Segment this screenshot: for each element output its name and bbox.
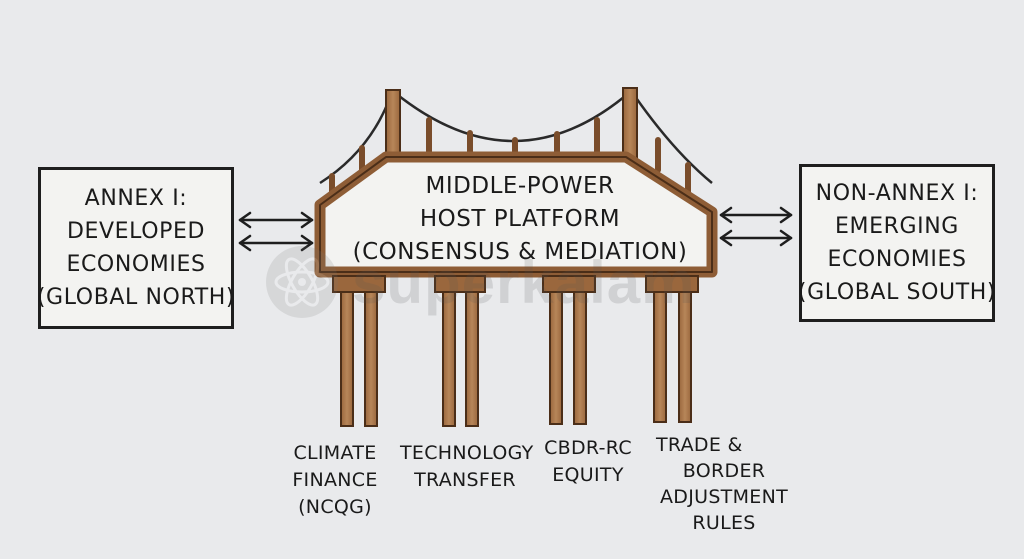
pillar-label-line: EQUITY bbox=[552, 464, 624, 486]
annex-i-line: ECONOMIES bbox=[66, 252, 206, 277]
pillar-trade-border-rules bbox=[653, 291, 692, 423]
pillar-technology-transfer bbox=[442, 291, 479, 427]
host-platform-label: MIDDLE-POWER HOST PLATFORM (CONSENSUS & … bbox=[330, 170, 710, 269]
right-main-cable bbox=[630, 91, 713, 184]
pillar-label-line: TRANSFER bbox=[414, 469, 516, 491]
annex-i-title: ANNEX I: bbox=[84, 186, 188, 211]
pillar-label-line: TECHNOLOGY bbox=[400, 442, 534, 464]
non-annex-i-box: NON-ANNEX I: EMERGING ECONOMIES (GLOBAL … bbox=[797, 164, 997, 322]
annex-i-line: DEVELOPED bbox=[66, 219, 206, 244]
host-platform-line: MIDDLE-POWER bbox=[425, 173, 615, 199]
host-platform-line: HOST PLATFORM bbox=[419, 206, 621, 232]
pillar-caps bbox=[332, 275, 699, 293]
pillar-label-trade-border-rules: TRADE & BORDER ADJUSTMENT RULES bbox=[650, 432, 798, 536]
pillar-cbdr-rc-equity bbox=[549, 291, 587, 425]
right-tower bbox=[622, 87, 638, 159]
left-double-arrows bbox=[238, 211, 314, 252]
pillar-label-line: CLIMATE bbox=[293, 442, 377, 464]
cable-hangers bbox=[329, 117, 691, 197]
annex-i-line: (GLOBAL NORTH) bbox=[36, 285, 236, 310]
annex-i-box: ANNEX I: DEVELOPED ECONOMIES (GLOBAL NOR… bbox=[36, 167, 236, 329]
non-annex-i-title: NON-ANNEX I: bbox=[815, 181, 979, 206]
pillar-label-line: FINANCE bbox=[292, 469, 378, 491]
non-annex-i-line: ECONOMIES bbox=[827, 247, 967, 272]
bridge-deck-outline bbox=[319, 156, 713, 273]
pillar-label-line: RULES bbox=[692, 512, 756, 534]
pillar-climate-finance bbox=[340, 291, 378, 427]
non-annex-i-line: (GLOBAL SOUTH) bbox=[797, 280, 997, 305]
pillar-label-climate-finance: CLIMATE FINANCE (NCQG) bbox=[277, 440, 393, 521]
pillar-label-technology-transfer: TECHNOLOGY TRANSFER bbox=[400, 440, 534, 494]
right-double-arrows bbox=[719, 206, 793, 247]
pillar-label-line: TRADE & bbox=[656, 434, 743, 456]
pillar-label-cbdr-rc-equity: CBDR-RC EQUITY bbox=[536, 435, 640, 489]
host-platform-line: (CONSENSUS & MEDIATION) bbox=[352, 239, 688, 265]
pillar-label-line: ADJUSTMENT bbox=[659, 486, 789, 508]
non-annex-i-line: EMERGING bbox=[835, 214, 959, 239]
pillar-label-line: (NCQG) bbox=[298, 496, 372, 518]
pillar-label-line: CBDR-RC bbox=[544, 437, 632, 459]
left-tower bbox=[385, 89, 401, 159]
pillar-label-line: BORDER bbox=[682, 460, 766, 482]
